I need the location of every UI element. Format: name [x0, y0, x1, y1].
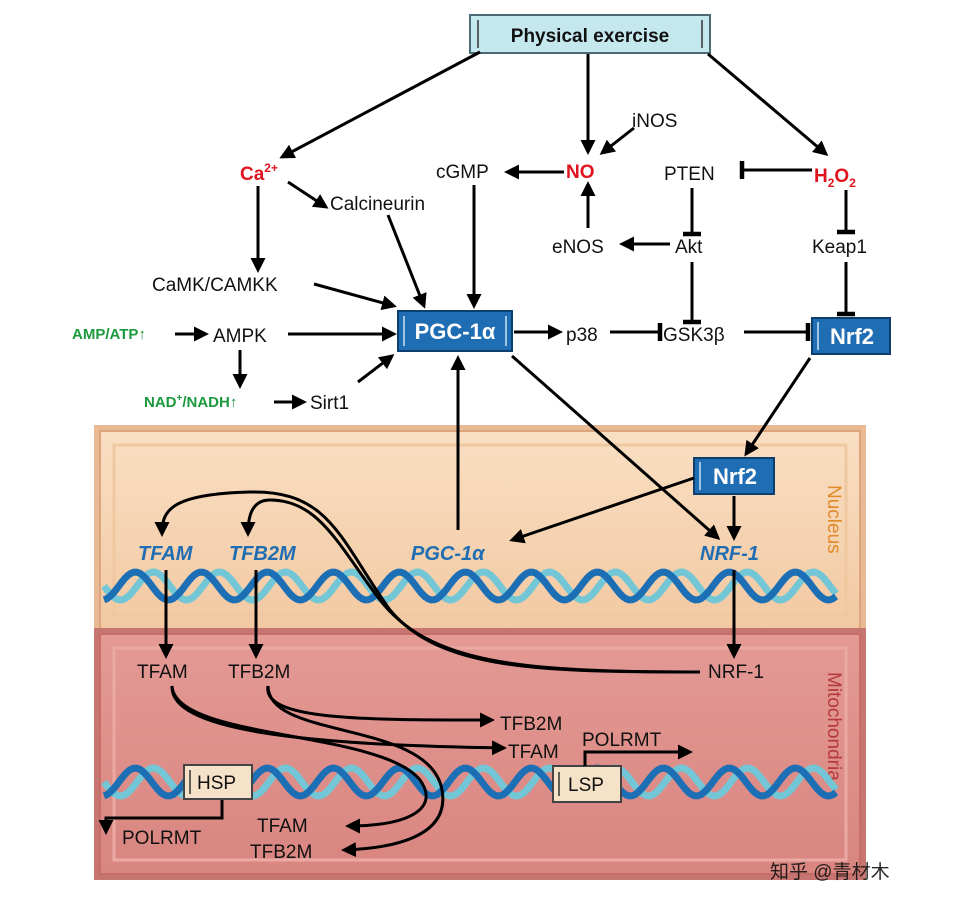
mito-tfam: TFAM	[137, 662, 188, 683]
no-label: NO	[566, 162, 595, 183]
mito-tfb2m-bottom: TFB2M	[250, 842, 312, 863]
lsp-label: LSP	[568, 775, 604, 796]
hsp-label: HSP	[197, 773, 236, 794]
mitochondria-label: Mitochondria	[823, 672, 844, 781]
physical-exercise-label: Physical exercise	[511, 26, 669, 47]
nad-label: NAD+/NADH↑	[144, 393, 237, 411]
mito-polrmt-right: POLRMT	[582, 730, 662, 751]
nrf2-box-label: Nrf2	[830, 324, 874, 349]
gene-pgc1a: PGC-1α	[411, 543, 486, 565]
enos-label: eNOS	[552, 237, 604, 258]
h2o2-label: H2O2	[814, 166, 856, 190]
ampk-label: AMPK	[213, 326, 267, 347]
physical-exercise-box: Physical exercise	[469, 14, 711, 54]
hsp-promoter-box: HSP	[183, 764, 253, 800]
nrf2-nucleus-box-label: Nrf2	[713, 464, 757, 489]
keap1-label: Keap1	[812, 237, 867, 258]
pathway-edges	[98, 50, 855, 858]
pten-label: PTEN	[664, 164, 715, 185]
mito-tfam-right: TFAM	[508, 742, 559, 763]
mito-tfb2m: TFB2M	[228, 662, 290, 683]
p38-label: p38	[566, 325, 598, 346]
cgmp-label: cGMP	[436, 162, 489, 183]
camk-label: CaMK/CAMKK	[152, 275, 278, 296]
nuclear-dna-helix	[101, 568, 839, 604]
sirt1-label: Sirt1	[310, 393, 349, 414]
mito-nrf1: NRF-1	[708, 662, 764, 683]
gsk3b-label: GSK3β	[663, 325, 725, 346]
watermark: 知乎 @青材木	[770, 861, 890, 883]
pgc1a-box: PGC-1α	[397, 310, 513, 352]
mito-polrmt-left: POLRMT	[122, 828, 202, 849]
gene-tfb2m: TFB2M	[229, 543, 297, 565]
pgc1a-box-label: PGC-1α	[415, 319, 496, 344]
mito-tfb2m-right: TFB2M	[500, 714, 562, 735]
mito-tfam-bottom: TFAM	[257, 816, 308, 837]
lsp-promoter-box: LSP	[552, 765, 622, 803]
inos-label: iNOS	[632, 111, 677, 132]
dna-strand	[102, 568, 839, 604]
gene-nrf1: NRF-1	[700, 543, 759, 565]
akt-label: Akt	[675, 237, 703, 258]
amp-atp-label: AMP/ATP↑	[72, 326, 146, 343]
calcineurin-label: Calcineurin	[330, 194, 425, 215]
gene-tfam: TFAM	[138, 543, 194, 565]
nucleus-label: Nucleus	[823, 485, 844, 554]
ca-label: Ca2+	[240, 161, 278, 185]
mitochondria-compartment: Mitochondria	[94, 628, 866, 880]
dna-strand	[101, 568, 839, 604]
nrf2-box: Nrf2	[811, 317, 891, 355]
nrf2-nucleus-box: Nrf2	[693, 457, 775, 495]
nucleus-compartment: Nucleus	[94, 425, 866, 635]
